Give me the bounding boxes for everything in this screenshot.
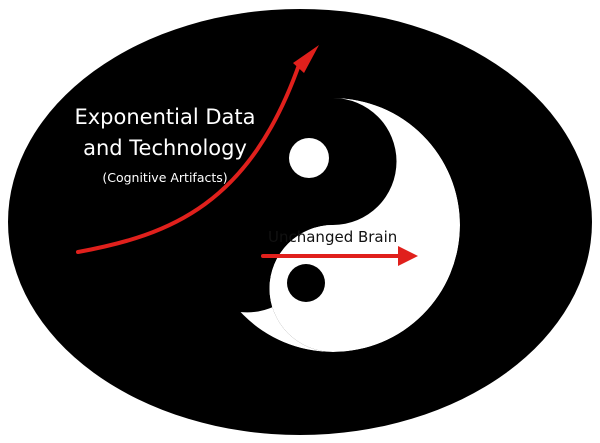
- background-ellipse: [8, 9, 592, 435]
- subline-text: (Cognitive Artifacts): [102, 170, 228, 185]
- headline-text: Exponential Data and Technology: [70, 102, 260, 164]
- yin-dot: [287, 264, 325, 302]
- headline-line-1: Exponential Data: [74, 105, 256, 129]
- growth-arrowhead: [293, 45, 319, 73]
- headline-line-2: and Technology: [83, 136, 247, 160]
- yang-dot: [289, 138, 329, 178]
- growth-curve: [76, 60, 302, 254]
- flat-arrowhead: [398, 246, 418, 266]
- exponential-curve-arrow-icon: [76, 45, 319, 254]
- unchanged-brain-label: Unchanged Brain: [268, 228, 398, 246]
- horizontal-arrow-icon: [261, 246, 418, 266]
